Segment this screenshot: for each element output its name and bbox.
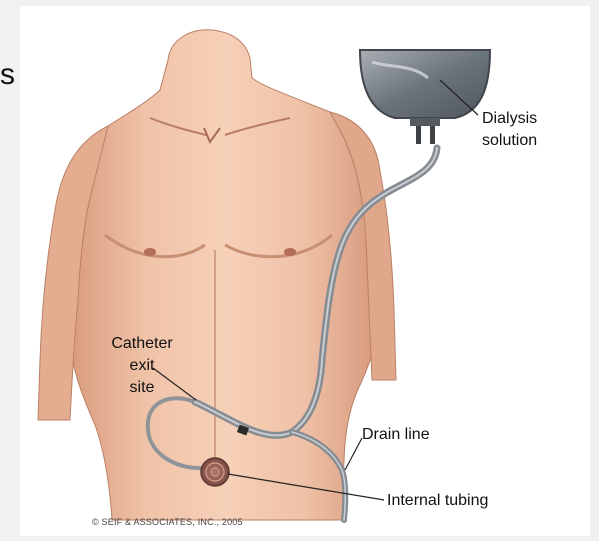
drain-line-label: Drain line xyxy=(362,424,430,446)
catheter-exit-site-label: Catheter exit site xyxy=(99,333,185,399)
bag-port xyxy=(410,118,440,126)
right-nipple xyxy=(284,248,296,256)
internal-tubing-coil xyxy=(201,458,229,486)
dialysis-label-line-2: solution xyxy=(482,130,537,152)
internal-tubing-label: Internal tubing xyxy=(387,490,488,512)
bag-port-left xyxy=(416,126,421,144)
catheter-label-line-2: exit xyxy=(99,355,185,377)
dialysis-solution-label: Dialysis solution xyxy=(482,108,537,152)
left-nipple xyxy=(144,248,156,256)
dialysis-label-line-1: Dialysis xyxy=(482,108,537,130)
catheter-label-line-3: site xyxy=(99,377,185,399)
drain-leader-line xyxy=(345,438,362,470)
copyright-text: © SEIF & ASSOCIATES, INC., 2005 xyxy=(92,517,243,527)
catheter-label-line-1: Catheter xyxy=(99,333,185,355)
bag-port-right xyxy=(430,126,435,144)
